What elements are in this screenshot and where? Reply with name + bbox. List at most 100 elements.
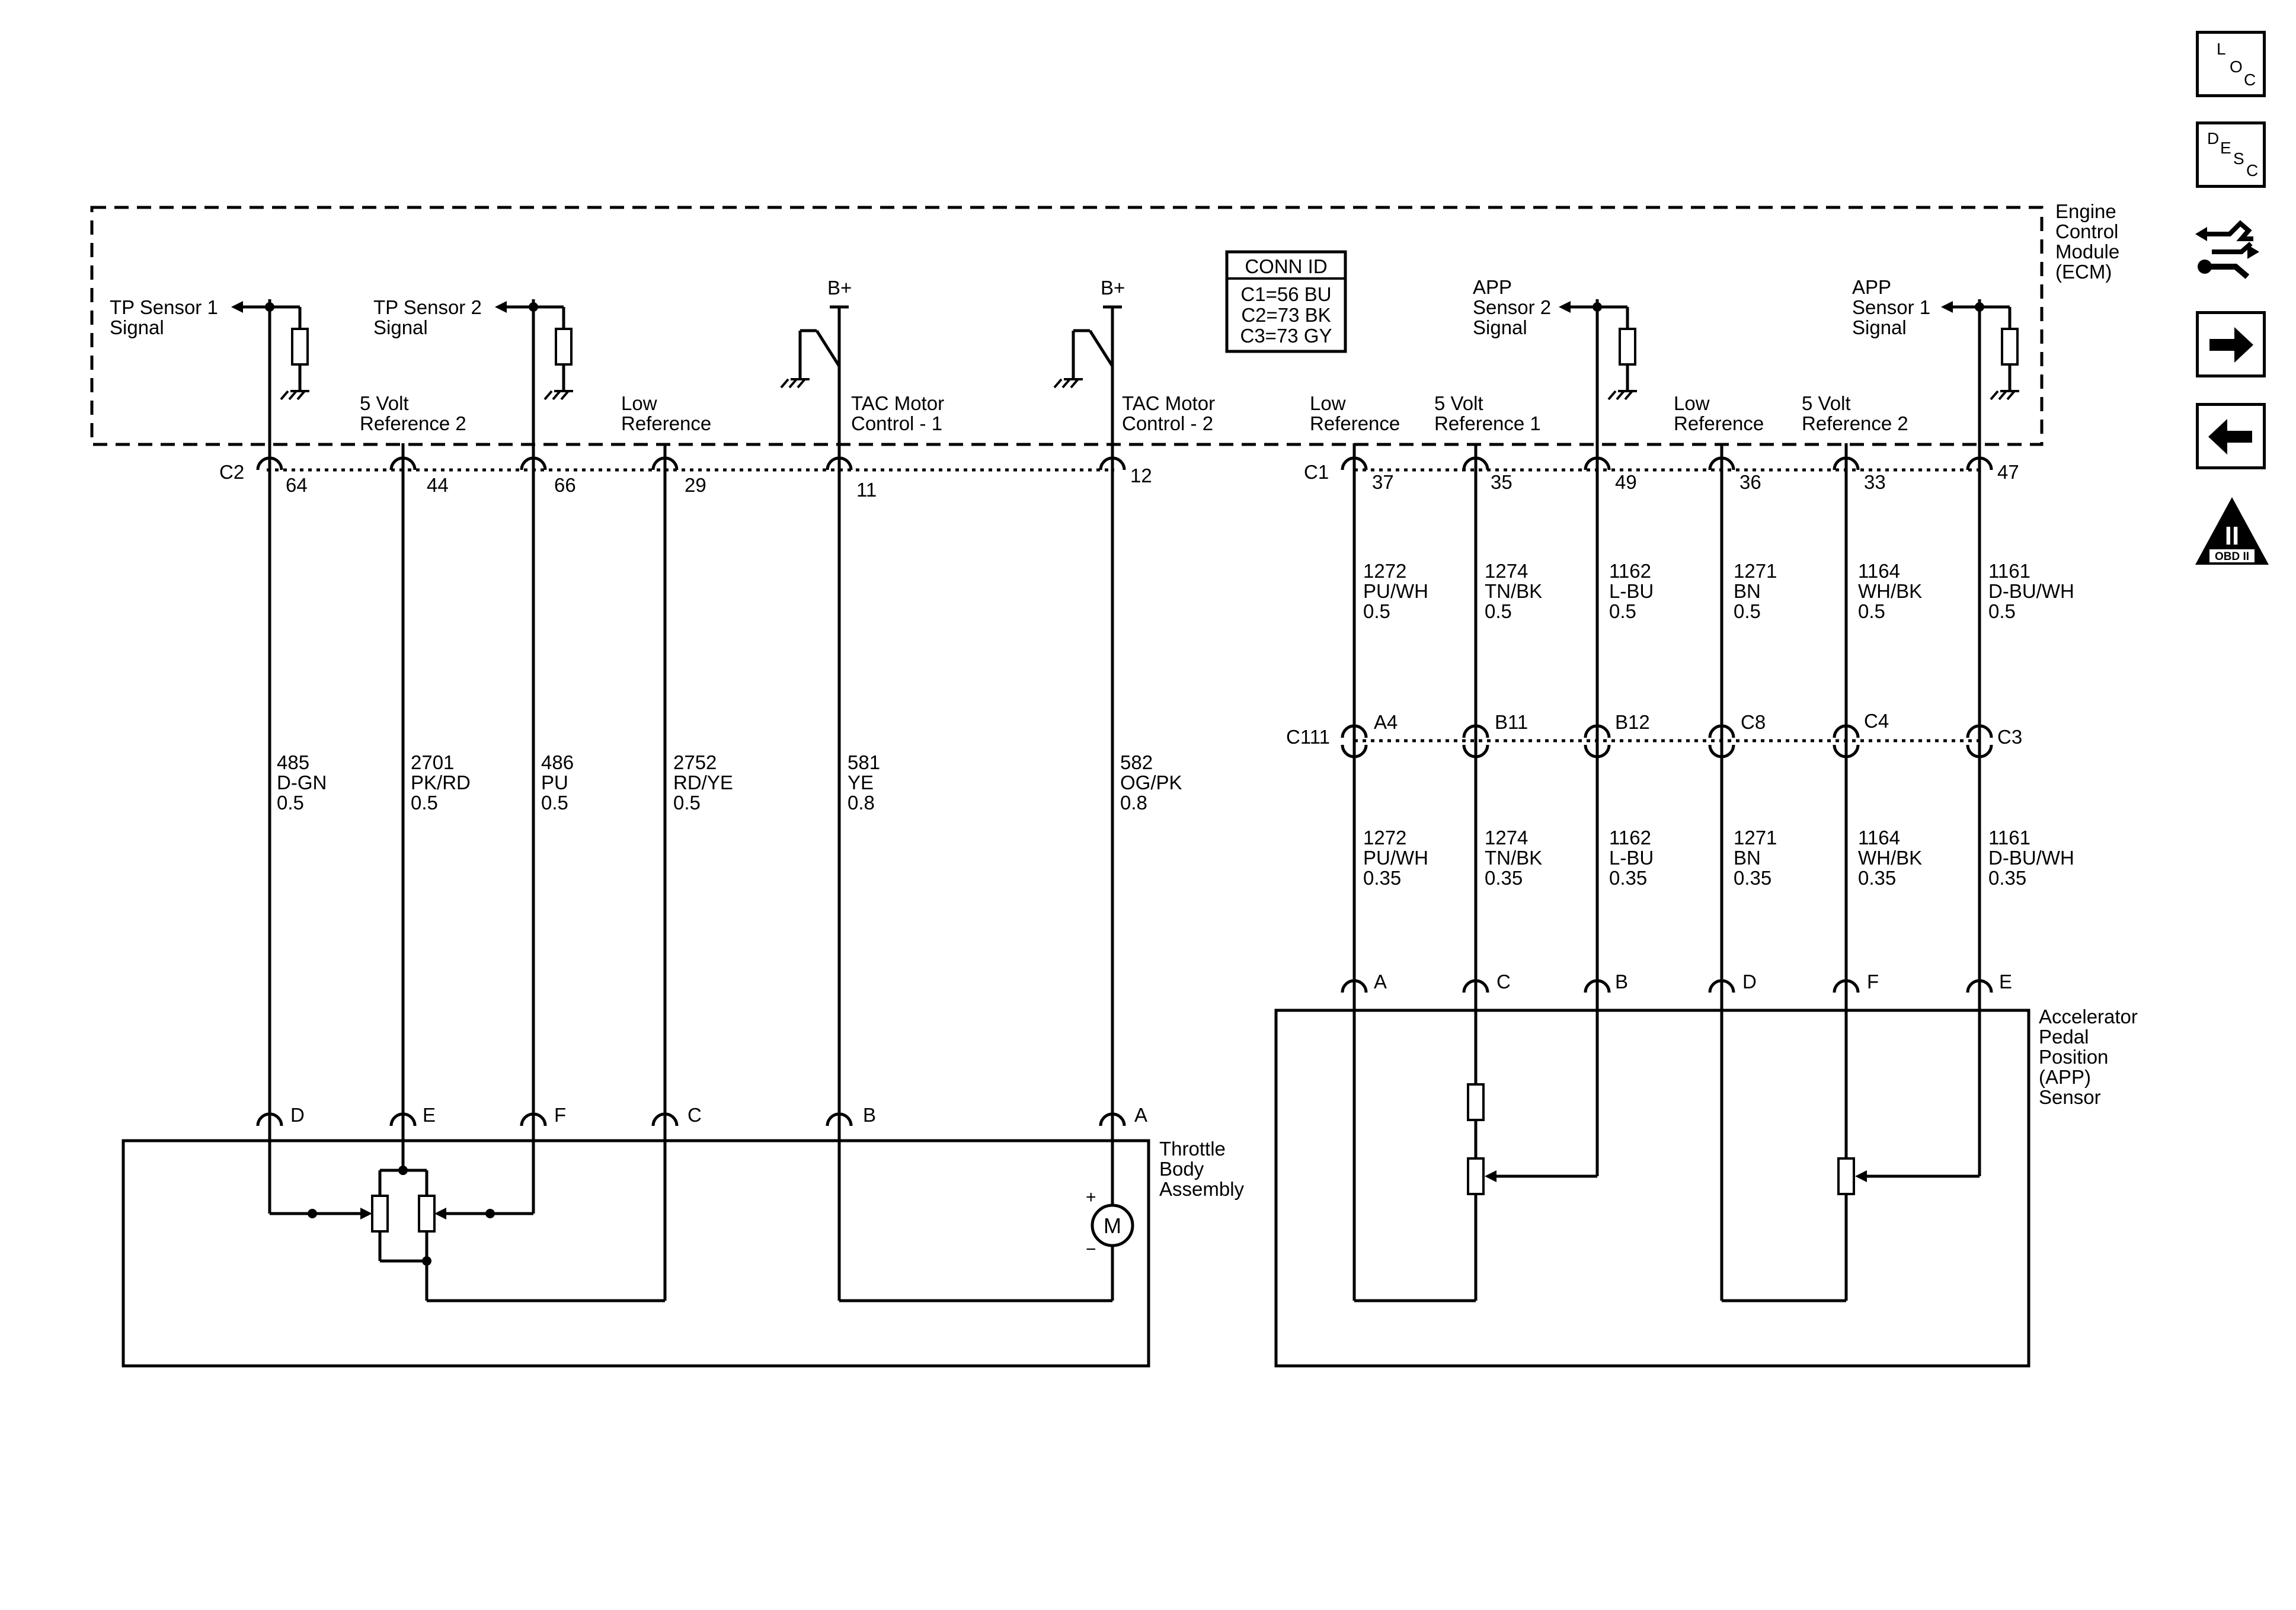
wire-color: BN [1734,847,1761,869]
conn-id-box: CONN ID C1=56 BU C2=73 BK C3=73 GY [1225,250,1347,353]
ecm-name-line: (ECM) [2055,261,2112,283]
wire-gauge: 0.5 [673,792,701,814]
tb-pin: E [423,1104,436,1126]
func-label: Low [1310,392,1346,414]
desc-button[interactable]: D E S C [2196,121,2266,188]
app-name-line: Position [2039,1046,2108,1068]
obd-ii-icon[interactable]: II OBD II [2193,495,2271,569]
motor-plus: + [1086,1188,1096,1207]
tac-motor-control-2-switch: B+ [1053,277,1125,389]
desc-icon-letter: D [2207,129,2220,148]
obd-numeral: II [2225,521,2239,550]
func-label: Control - 1 [851,412,942,434]
wire-circuit: 1274 [1485,560,1528,582]
wire-gauge: 0.35 [1858,867,1896,889]
func-label: Reference [1310,412,1400,434]
tb-name-line: Assembly [1159,1178,1245,1200]
wire-color: YE [848,772,874,793]
func-label: Low [1674,392,1710,414]
ecm-pins-right [1341,456,1993,470]
func-label: APP [1473,276,1512,298]
app-pin: D [1742,971,1757,993]
c111-pin: C4 [1864,710,1889,732]
loc-icon-letter: L [2217,40,2226,58]
wire-color: TN/BK [1485,847,1542,869]
app-name-line: (APP) [2039,1066,2091,1088]
pin-number: 37 [1372,471,1394,493]
desc-icon-letter: E [2220,139,2231,157]
loc-icon-letter: O [2230,57,2243,76]
pin-number: 66 [554,474,576,496]
app-pin: A [1374,971,1387,993]
wire-gauge: 0.5 [1485,600,1512,622]
c111-pin: C3 [1997,726,2022,748]
wire-gauge: 0.35 [1485,867,1523,889]
c111-pins [1341,724,1993,758]
wire-gauge: 0.5 [1363,600,1390,622]
prev-button[interactable] [2196,403,2266,469]
wire-color: PU/WH [1363,847,1428,869]
b-plus-label: B+ [827,277,852,299]
desc-icon-letter: C [2246,161,2259,180]
next-button[interactable] [2196,311,2266,377]
app-sensor-circuit [1352,1010,1981,1302]
wire-circuit: 1274 [1485,827,1528,849]
app-pin: C [1496,971,1511,993]
motor-minus: − [1086,1240,1096,1259]
wire-circuit: 485 [277,751,309,773]
app-pin: E [1999,971,2012,993]
ecm-boundary [90,206,2044,446]
func-label: Reference [621,412,711,434]
pin-number: 47 [1997,461,2019,483]
func-label: Reference [1674,412,1764,434]
wire-color: PK/RD [411,772,471,793]
tb-name-line: Throttle [1159,1138,1226,1160]
wire-circuit: 1164 [1858,560,1900,582]
wire-circuit: 581 [848,751,880,773]
ecm-name-line: Engine [2055,200,2116,222]
wire-circuit: 1162 [1609,827,1651,849]
app-pin: B [1615,971,1628,993]
wire-color: D-BU/WH [1988,580,2074,602]
func-label: TP Sensor 2 [373,296,482,318]
pin-number: 35 [1491,471,1512,493]
func-label: Sensor 1 [1852,296,1930,318]
loc-button[interactable]: L O C [2196,31,2266,97]
b-plus-label: B+ [1101,277,1125,299]
wire-circuit: 1161 [1988,827,2030,849]
func-label: Signal [110,316,164,338]
wire-circuit: 1164 [1858,827,1900,849]
ecm-name-line: Module [2055,241,2119,263]
func-label: Reference 2 [1802,412,1908,434]
throttle-body-name: Throttle Body Assembly [1159,1138,1245,1200]
tb-name-line: Body [1159,1158,1204,1180]
wire-color: L-BU [1609,847,1654,869]
pin-number: 11 [856,479,877,501]
wire-circuit: 1272 [1363,560,1406,582]
pin-number: 29 [685,474,706,496]
wire-gauge: 0.5 [541,792,568,814]
tb-pin: B [863,1104,876,1126]
func-label: Low [621,392,657,414]
wire-circuit: 1271 [1734,827,1777,849]
wire-circuit: 582 [1120,751,1153,773]
pin-number: 49 [1615,471,1637,493]
pin-number: 33 [1864,471,1886,493]
wire-labels-upper-right: 1272 PU/WH 0.5 1274 TN/BK 0.5 1162 L-BU … [1363,560,2074,622]
ecm-name: Engine Control Module (ECM) [2055,200,2119,283]
wire-gauge: 0.35 [1609,867,1647,889]
ecm-name-line: Control [2055,220,2118,242]
tb-pin: C [687,1104,702,1126]
wire-circuit: 1271 [1734,560,1777,582]
func-label: 5 Volt [1434,392,1483,414]
func-label: 5 Volt [360,392,409,414]
tac-motor: M + − [837,1141,1134,1302]
wire-color: BN [1734,580,1761,602]
app-sensor-2-signal-branch [1559,301,1637,401]
connector-tool-icon[interactable] [2194,210,2269,281]
wire-gauge: 0.5 [1609,600,1636,622]
func-label: Signal [1852,316,1907,338]
wire-gauge: 0.35 [1988,867,2026,889]
wire-gauge: 0.35 [1363,867,1401,889]
